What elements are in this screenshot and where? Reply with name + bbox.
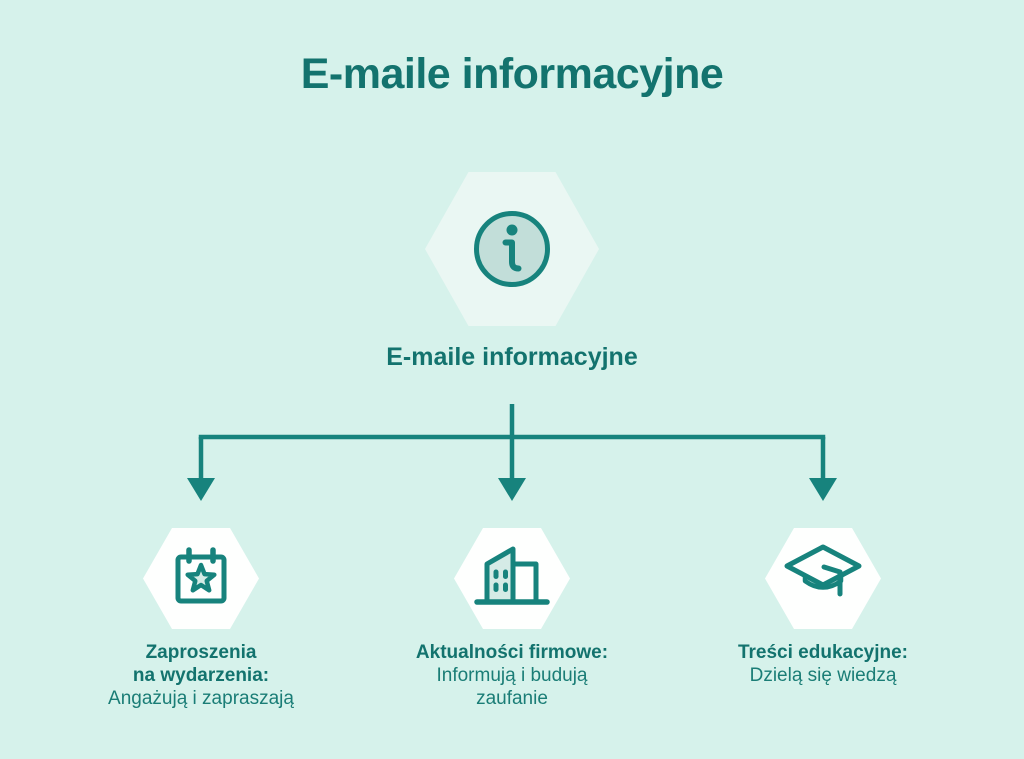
- info-icon: [474, 211, 550, 287]
- calendar-star-icon: [172, 545, 230, 612]
- branch-label-events: Zaproszenia na wydarzenia: Angażują i za…: [41, 641, 361, 710]
- graduation-cap-icon: [783, 541, 863, 616]
- branch-label-education: Treści edukacyjne: Dzielą się wiedzą: [663, 641, 983, 687]
- branch-heading-line: Zaproszenia: [145, 642, 257, 663]
- branch-body-line: Angażują i zapraszają: [108, 688, 294, 709]
- branch-body-line: zaufanie: [476, 688, 548, 709]
- branch-heading-line: na wydarzenia:: [132, 665, 270, 686]
- office-building-icon: [474, 544, 550, 613]
- page-title: E-maile informacyjne: [300, 50, 724, 98]
- branch-heading-line: Aktualności firmowe:: [415, 642, 609, 663]
- branch-heading-line: Treści edukacyjne:: [737, 642, 909, 663]
- branch-body-line: Informują i budują: [436, 665, 588, 686]
- root-node-label: E-maile informacyjne: [386, 343, 638, 371]
- branch-label-news: Aktualności firmowe: Informują i budują …: [352, 641, 672, 710]
- branch-body-line: Dzielą się wiedzą: [749, 665, 897, 686]
